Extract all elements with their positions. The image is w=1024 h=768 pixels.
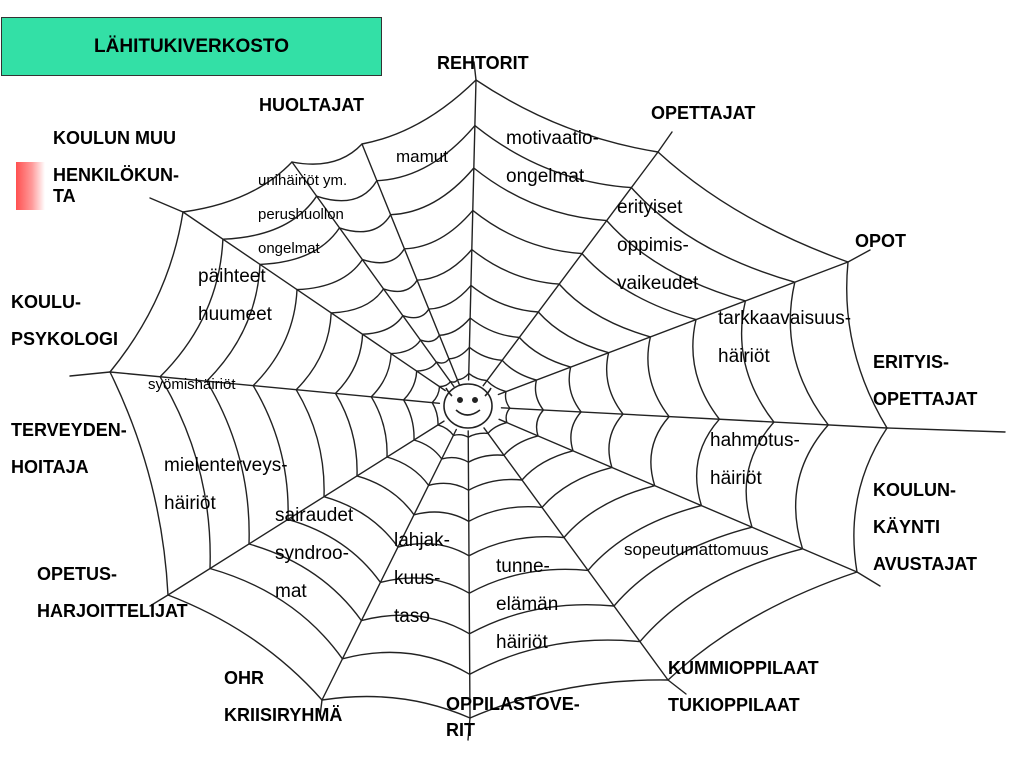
web-spiral-ring: [295, 248, 671, 557]
issue-hahmotushairiot: hahmotus- häiriöt: [710, 430, 800, 489]
web-radial-thread: [467, 430, 471, 719]
diagram-title: LÄHITUKIVERKOSTO: [94, 35, 289, 57]
issue-lahjakkuustaso: lahjak- kuus- taso: [394, 530, 450, 627]
web-radial-thread: [182, 211, 446, 392]
web-anchor-thread: [319, 699, 323, 717]
web-radial-thread: [497, 261, 849, 396]
label-opetusharjoittelijat: OPETUS- HARJOITTELIJAT: [37, 564, 188, 621]
web-radial-thread: [167, 420, 445, 596]
web-radial-thread: [498, 418, 858, 573]
web-radial-thread: [500, 407, 888, 429]
web-anchor-thread: [473, 61, 477, 81]
web-anchor-thread: [69, 371, 111, 377]
accent-bar: [16, 162, 45, 210]
spider-web-lines: [69, 61, 1006, 741]
label-terveydenhoitaja: TERVEYDEN- HOITAJA: [11, 420, 127, 477]
label-koulunkaynti-avustajat: KOULUN- KÄYNTI AVUSTAJAT: [873, 480, 978, 574]
label-koulupsykologi: KOULU- PSYKOLOGI: [11, 292, 119, 349]
issue-tarkkaavaisuushairiot: tarkkaavaisuus- häiriöt: [718, 308, 852, 367]
web-spiral-ring: [370, 317, 583, 492]
label-oppilastoverit: OPPILASTOVE- RIT: [446, 694, 580, 740]
web-anchor-thread: [149, 594, 169, 607]
web-anchor-thread: [149, 197, 184, 213]
web-anchor-thread: [847, 249, 871, 263]
web-spiral-ring: [205, 167, 775, 635]
web-anchor-thread: [856, 571, 881, 587]
web-anchor-thread: [886, 427, 1006, 433]
label-erityisopettajat: ERITYIS- OPETTAJAT: [873, 352, 978, 409]
title-box: LÄHITUKIVERKOSTO: [1, 17, 382, 76]
spider-face-icon: [443, 383, 493, 429]
web-radial-thread: [361, 143, 461, 386]
web-spiral-ring: [402, 346, 545, 464]
issue-syomishairiot: syömishäiriöt: [148, 376, 236, 393]
web-radial-thread: [483, 427, 669, 681]
label-huoltajat: HUOLTAJAT: [259, 95, 364, 115]
web-spiral-ring: [252, 209, 721, 595]
issue-unihairiot: unihäiriöt ym. perushuollon ongelmat: [258, 172, 348, 257]
label-ohr-kriisiryhma: OHR KRIISIRYHMÄ: [224, 668, 343, 725]
issue-mamut: mamut: [396, 147, 448, 166]
issue-erityiset-oppimisvaikeudet: erityiset oppimis- vaikeudet: [617, 197, 699, 294]
web-spiral-ring: [431, 372, 511, 439]
issue-paihteet: päihteet huumeet: [198, 266, 272, 325]
issue-tunneelaman-hairiot: tunne- elämän häiriöt: [496, 556, 559, 653]
web-radial-thread: [321, 428, 457, 701]
label-opettajat: OPETTAJAT: [651, 103, 756, 123]
web-radial-thread: [467, 79, 477, 381]
web-anchor-thread: [667, 679, 687, 695]
label-opot: OPOT: [855, 231, 907, 251]
web-anchor-thread: [657, 131, 673, 153]
web-spiral-ring: [159, 124, 830, 676]
label-rehtorit: REHTORIT: [437, 53, 529, 73]
web-radial-thread: [109, 371, 441, 404]
label-koulun-muu-henkilokunta: KOULUN MUU HENKILÖKUN- TA: [53, 128, 179, 206]
web-radial-thread: [291, 161, 455, 388]
issue-sopeutumattomuus: sopeutumattomuus: [624, 540, 769, 559]
web-spiral-ring: [334, 284, 624, 523]
issue-sairaudet-syndroomat: sairaudet syndroo- mat: [275, 505, 354, 602]
issue-motivaatio: motivaatio- ongelmat: [506, 128, 599, 187]
label-kummioppilaat-tukioppilaat: KUMMIOPPILAAT TUKIOPPILAAT: [668, 658, 819, 715]
issue-mielenterveyshairiot: mielenterveys- häiriöt: [164, 455, 288, 514]
web-radial-thread: [482, 151, 659, 387]
web-anchor-thread: [467, 717, 471, 741]
